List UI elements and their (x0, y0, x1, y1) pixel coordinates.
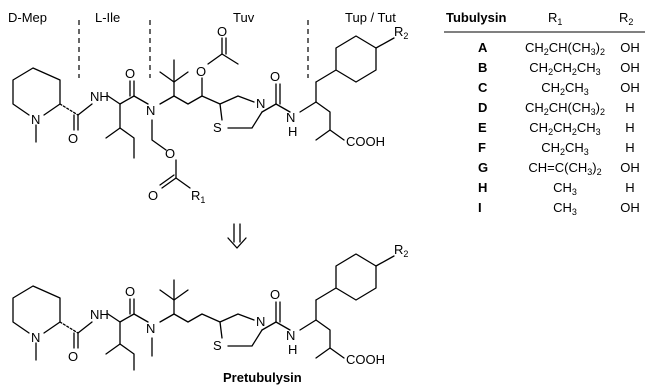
table-cell-r1: CH2CH2CH3 (529, 120, 600, 137)
table-cell-r1: CH=C(CH3)2 (528, 160, 601, 177)
table-row-label: I (478, 200, 482, 215)
compound-name: Pretubulysin (223, 370, 302, 385)
table-cell-r1: CH2CH(CH3)2 (525, 100, 605, 117)
atom-o-carbonyl-6: O (270, 287, 280, 302)
segment-label-d-mep: D-Mep (8, 10, 47, 25)
table-row-label: E (478, 120, 487, 135)
atom-nh-tup: N (286, 110, 295, 125)
atom-h-tup: H (288, 124, 297, 139)
atom-nh-tup-2: N (286, 328, 295, 343)
table-cell-r1: CH3 (553, 200, 577, 217)
atom-r2-2: R2 (394, 242, 408, 259)
atom-r1: R1 (191, 188, 205, 205)
segment-dividers (78, 20, 309, 78)
atom-o-ester: O (148, 188, 158, 203)
table-cell-r1: CH2CH(CH3)2 (525, 40, 605, 57)
table-cell-r1: CH2CH3 (541, 80, 589, 97)
table-row-label: B (478, 60, 487, 75)
atom-s-thiazole-2: S (213, 338, 222, 353)
atom-r2: R2 (394, 24, 408, 41)
retrosynthesis-arrow (227, 223, 247, 249)
atom-o-acetate: O (196, 64, 206, 79)
atom-o-carbonyl-5: O (125, 284, 135, 299)
table-cell-r2: H (625, 140, 634, 155)
atom-n-tuv: N (146, 103, 155, 118)
atom-o-carbonyl-1: O (68, 131, 78, 146)
table-header-name: Tubulysin (446, 10, 506, 25)
atom-n-thiazole-2: N (256, 314, 265, 329)
segment-labels: D-Mep L-Ile Tuv Tup / Tut (8, 10, 396, 25)
atom-cooh: COOH (346, 134, 385, 149)
table-cell-r2: H (625, 180, 634, 195)
atom-n-tuv-2: N (146, 321, 155, 336)
atom-o-acetyl: O (217, 24, 227, 39)
table-cell-r2: OH (620, 60, 640, 75)
table-row-label: F (478, 140, 486, 155)
segment-label-tuv: Tuv (233, 10, 255, 25)
atom-o-carbonyl-4: O (68, 349, 78, 364)
table-cell-r1: CH3 (553, 180, 577, 197)
table-cell-r2: OH (620, 40, 640, 55)
segment-label-tup-tut: Tup / Tut (345, 10, 396, 25)
atom-o-carbonyl-3: O (270, 69, 280, 84)
segment-label-l-ile: L-Ile (95, 10, 120, 25)
table-cell-r1: CH2CH3 (541, 140, 589, 157)
atom-n-piperidine-2: N (31, 330, 40, 345)
pretubulysin-structure: N O NH O N N S O N H R2 CO (12, 242, 408, 385)
table-row-label: G (478, 160, 488, 175)
atom-n-piperidine: N (31, 112, 40, 127)
atom-h-tup-2: H (288, 342, 297, 357)
atom-nh-ile: NH (90, 89, 109, 104)
table-header-r1: R1 (548, 10, 562, 27)
atom-cooh-2: COOH (346, 352, 385, 367)
table-cell-r2: OH (620, 160, 640, 175)
atom-s-thiazole: S (213, 120, 222, 135)
table-row-label: C (478, 80, 488, 95)
tubulysin-structure: N O NH O N O O R1 O O (12, 24, 408, 205)
table-header-r2: R2 (619, 10, 633, 27)
table-cell-r2: H (625, 100, 634, 115)
table-row-label: D (478, 100, 487, 115)
table-cell-r1: CH2CH2CH3 (529, 60, 600, 77)
table-cell-r2: OH (620, 80, 640, 95)
atom-o-carbonyl-2: O (125, 66, 135, 81)
atom-n-thiazole: N (256, 96, 265, 111)
table-row-label: A (478, 40, 488, 55)
table-row-label: H (478, 180, 487, 195)
table-cell-r2: H (625, 120, 634, 135)
table-cell-r2: OH (620, 200, 640, 215)
atom-nh-ile-2: NH (90, 307, 109, 322)
atom-o-ether: O (165, 146, 175, 161)
